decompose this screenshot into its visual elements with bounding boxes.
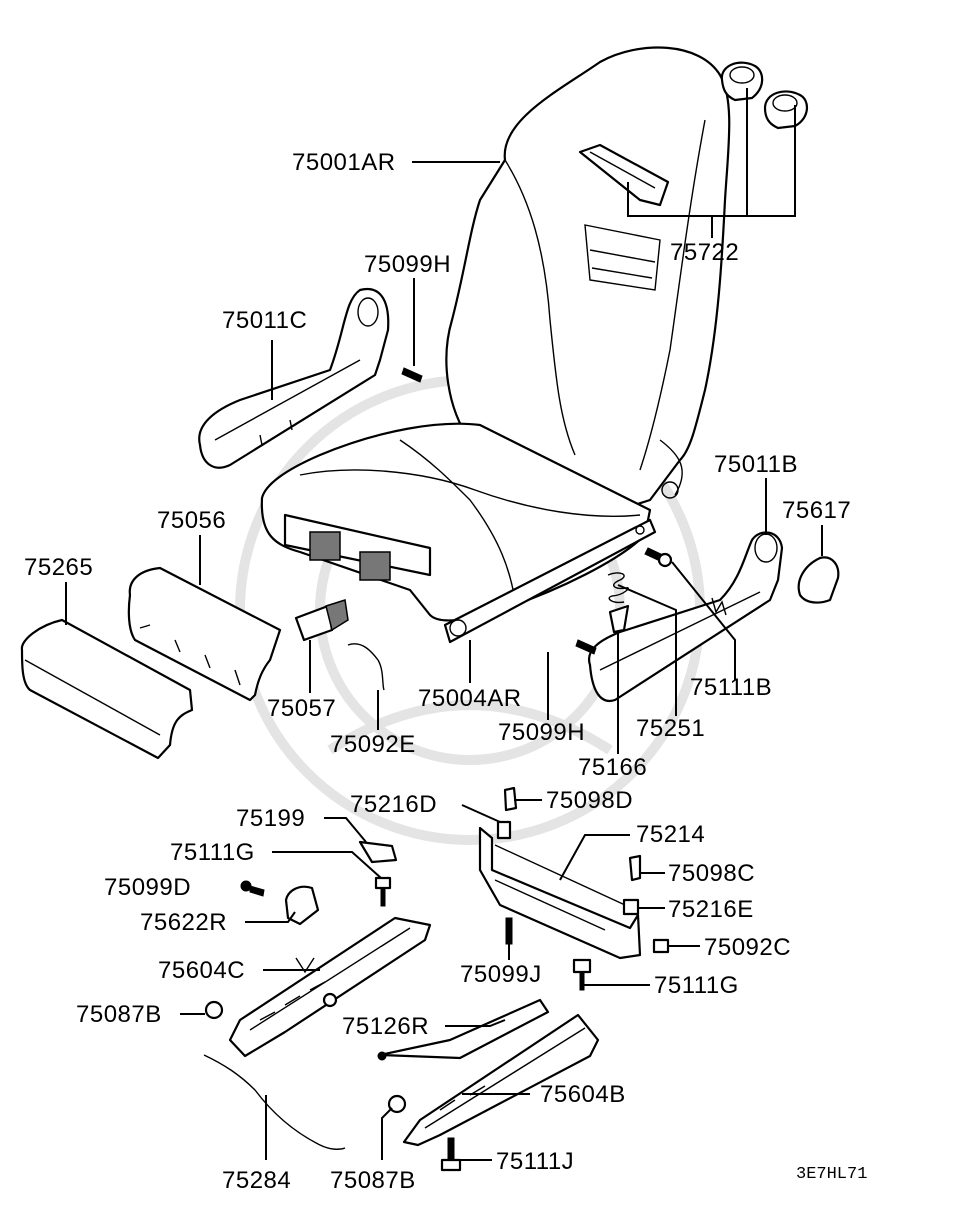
screw-75099h-mid xyxy=(575,639,597,655)
label-75099h-top: 75099H xyxy=(364,251,451,278)
drawing-code: 3E7HL71 xyxy=(796,1165,867,1184)
label-75617: 75617 xyxy=(782,497,851,524)
label-75126r: 75126R xyxy=(342,1013,429,1040)
label-75098c: 75098C xyxy=(668,860,755,887)
label-75099j: 75099J xyxy=(460,961,542,988)
label-75216e: 75216E xyxy=(668,896,754,923)
bolt-75111b xyxy=(644,547,673,568)
label-75099h-mid: 75099H xyxy=(498,719,585,746)
bolt-75111g-right xyxy=(572,958,592,991)
cable-75284 xyxy=(203,1054,346,1150)
cover-75056 xyxy=(127,566,282,702)
spring-75251 xyxy=(607,572,630,634)
part-labels: 75001AR 75722 75099H 75011C 75011B 75617… xyxy=(24,149,867,1194)
label-75265: 75265 xyxy=(24,554,93,581)
screw-75099d xyxy=(240,880,265,897)
label-75722: 75722 xyxy=(670,239,739,266)
label-75087b-left: 75087B xyxy=(76,1001,162,1028)
label-75111g-right: 75111G xyxy=(654,972,739,999)
label-75604c: 75604C xyxy=(158,957,245,984)
side-cover-right xyxy=(587,531,784,703)
knob-75617 xyxy=(797,556,840,604)
rail-75604b xyxy=(402,1013,600,1147)
headrest-caps xyxy=(720,61,808,130)
label-75004ar: 75004AR xyxy=(418,685,522,712)
label-75099d: 75099D xyxy=(104,874,191,901)
label-75622r: 75622R xyxy=(140,909,227,936)
label-75087b-bottom: 75087B xyxy=(330,1167,416,1194)
rail-75604c xyxy=(228,916,432,1058)
nut-75087b-bottom xyxy=(387,1094,407,1114)
label-75111b: 75111B xyxy=(690,674,772,701)
label-75604b: 75604B xyxy=(540,1081,626,1108)
leader-lines xyxy=(65,88,823,1161)
bolt-75111g-left xyxy=(374,876,392,907)
label-75214: 75214 xyxy=(636,821,705,848)
bracket-75199 xyxy=(358,840,398,864)
label-75199: 75199 xyxy=(236,805,305,832)
label-75056: 75056 xyxy=(157,507,226,534)
label-75166: 75166 xyxy=(578,754,647,781)
label-75251: 75251 xyxy=(636,715,705,742)
pad-75265 xyxy=(20,618,194,760)
screw-75099h-top xyxy=(401,367,423,383)
label-75057: 75057 xyxy=(267,695,336,722)
label-75284: 75284 xyxy=(222,1167,291,1194)
lever-75126r xyxy=(377,998,550,1061)
label-75098d: 75098D xyxy=(546,787,633,814)
seat-back xyxy=(445,46,731,510)
label-75216d: 75216D xyxy=(350,791,437,818)
bolt-75111j xyxy=(440,1137,462,1172)
label-75111j: 75111J xyxy=(496,1148,574,1175)
clip-75057 xyxy=(294,599,349,642)
label-75111g-left: 75111G xyxy=(170,839,255,866)
clip-75098c xyxy=(628,854,642,882)
clip-75098d xyxy=(503,786,518,812)
clip-75092c xyxy=(652,938,670,954)
wire-75092e xyxy=(347,643,385,691)
nut-75087b-left xyxy=(204,1000,224,1020)
label-75092c: 75092C xyxy=(704,934,791,961)
clip-75216e xyxy=(622,898,640,916)
screw-75099j xyxy=(505,917,513,945)
label-75011b: 75011B xyxy=(714,451,798,478)
clip-75216d xyxy=(496,820,512,840)
label-75011c: 75011C xyxy=(222,307,307,334)
label-75001ar: 75001AR xyxy=(292,149,396,176)
seat-cushion xyxy=(260,422,657,644)
side-cover-left xyxy=(198,287,390,469)
bracket-75214 xyxy=(478,826,642,960)
label-75092e: 75092E xyxy=(330,731,416,758)
